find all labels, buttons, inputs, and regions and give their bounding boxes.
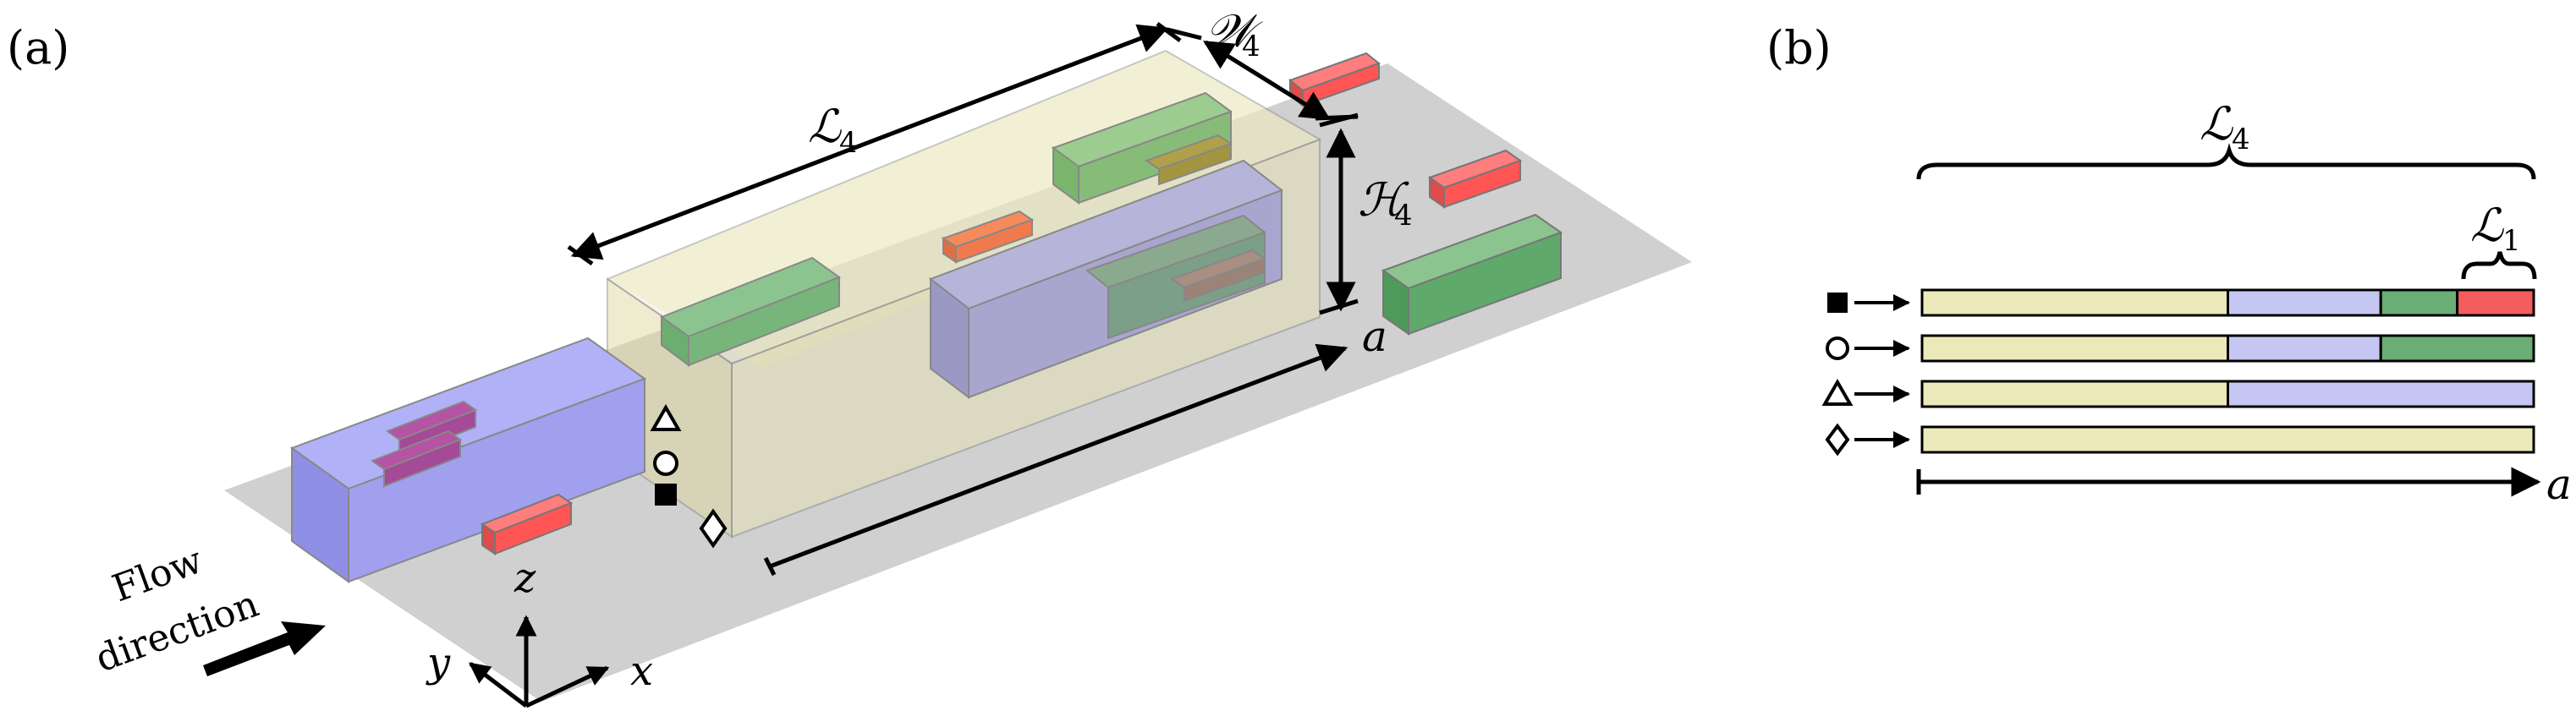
height-subscript: 4 [1394, 199, 1413, 232]
box-level2-right [1381, 213, 1563, 336]
box-level1-front [480, 493, 574, 555]
top-brace [1916, 143, 2536, 180]
segment-level2 [2379, 288, 2459, 317]
hierarchy-row-diamond [1825, 423, 2535, 457]
b-axis [1916, 467, 2541, 497]
box-level2-inner-left [659, 256, 842, 367]
box-level1-inner-blue-b [370, 429, 463, 488]
marker-square [655, 484, 677, 506]
hierarchy-row-square [1827, 288, 2535, 317]
length-dimension [567, 21, 1182, 266]
b-axis-label: a [2546, 460, 2572, 509]
top-brace-subscript: 4 [2232, 123, 2250, 156]
small-brace-subscript: 1 [2502, 224, 2521, 258]
axis-y-label: y [426, 639, 451, 686]
segment-level3 [2227, 334, 2382, 363]
hierarchy-rows [1821, 288, 2535, 457]
flow-label-line1: Flow [107, 539, 208, 610]
a-axis-label: a [1362, 312, 1387, 361]
triangle-marker [1821, 378, 1854, 406]
flow-direction-arrow [203, 621, 326, 676]
small-brace [2461, 251, 2537, 280]
marker-circle [653, 451, 678, 476]
length-label: ℒ [808, 100, 842, 153]
panel-a: (a) [7, 4, 1692, 708]
axis-z-label: z [514, 555, 536, 602]
top-brace-label: ℒ [2200, 97, 2233, 150]
segment-level2 [2379, 334, 2535, 363]
box-level1-inner-purple [1169, 249, 1267, 303]
length-subscript: 4 [839, 126, 858, 160]
width-subscript: 4 [1242, 30, 1261, 63]
marker-diamond [699, 508, 728, 549]
hierarchy-row-triangle [1821, 378, 2535, 408]
small-brace-label: ℒ [2470, 199, 2504, 252]
segment-level4 [1920, 425, 2535, 454]
panel-a-label: (a) [7, 21, 69, 74]
segment-level3 [2227, 380, 2535, 408]
segment-level1 [2456, 288, 2535, 317]
height-label: ℋ [1358, 173, 1409, 227]
panel-b: (b) ℒ 4 ℒ 1 a [1766, 21, 2572, 509]
hierarchy-row-circle [1826, 334, 2535, 363]
circle-marker [1826, 336, 1849, 360]
segment-level3 [2227, 288, 2382, 317]
height-dimension [1319, 112, 1359, 315]
box-level1-right [1427, 149, 1523, 209]
segment-level4 [1920, 288, 2229, 317]
marker-triangle [650, 403, 682, 431]
coordinate-axes [469, 615, 610, 708]
segment-level4 [1920, 380, 2229, 408]
diamond-marker [1825, 423, 1850, 457]
a-axis-arrow [763, 343, 1348, 577]
axis-x-label: x [630, 648, 653, 695]
square-marker [1827, 293, 1848, 313]
segment-level4 [1920, 334, 2229, 363]
panel-b-label: (b) [1766, 21, 1832, 74]
